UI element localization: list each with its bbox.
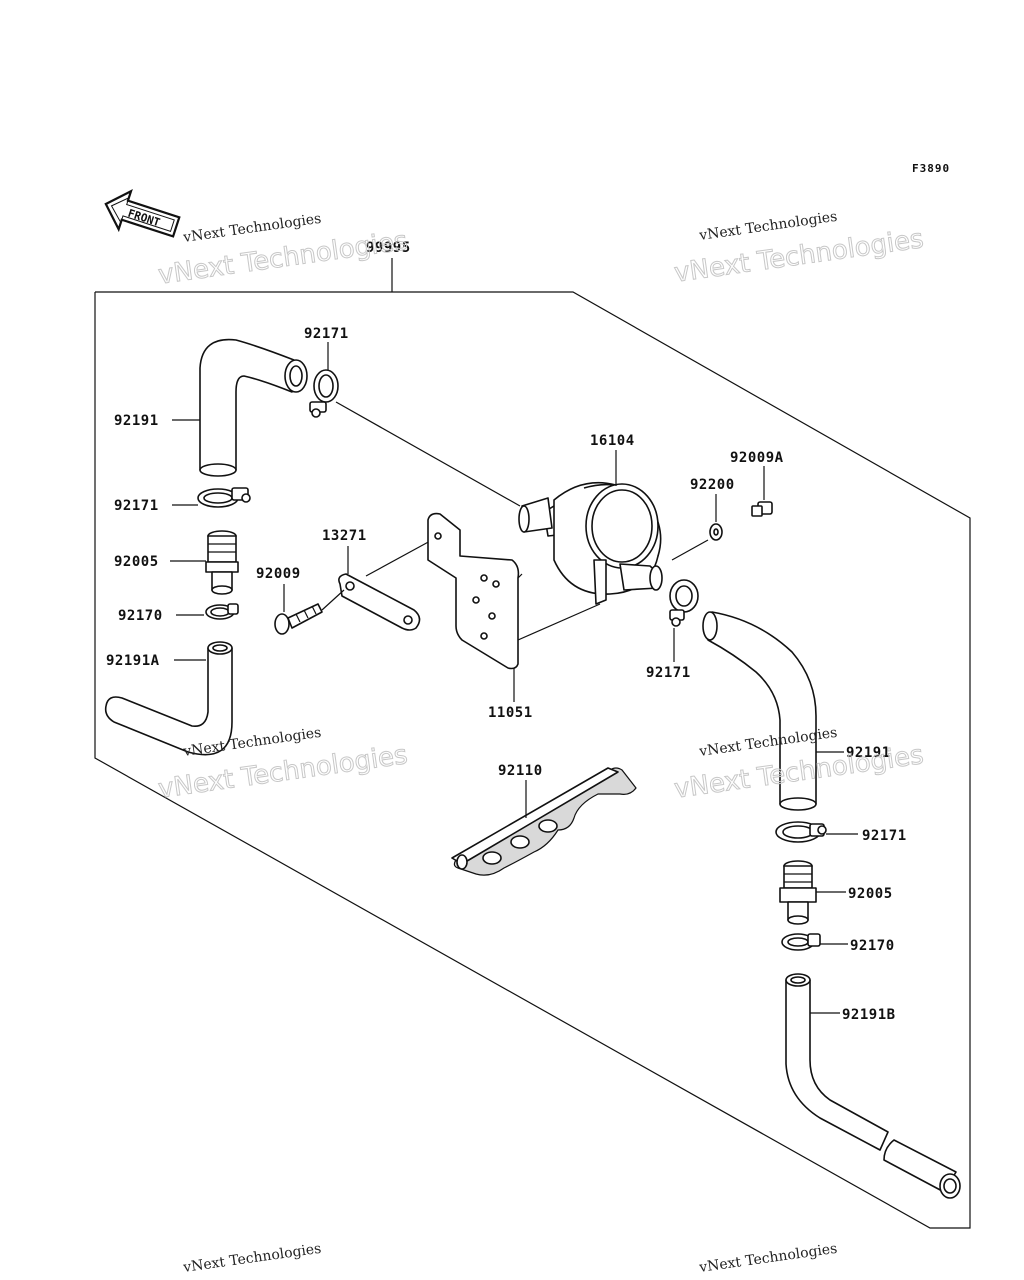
plate-92110	[451, 767, 637, 876]
label-92171-right: 92171	[862, 828, 907, 844]
svg-text:vNext Technologies: vNext Technologies	[697, 1241, 838, 1276]
bracket-11051	[427, 512, 523, 670]
hose-92191B	[785, 973, 961, 1199]
watermark: vNext Technologies vNext Technologies	[156, 211, 410, 291]
watermark: vNext Technologies	[697, 1241, 838, 1276]
label-92171-mid: 92171	[646, 665, 691, 681]
hose-92191-right	[702, 611, 817, 811]
fitting-92005-left	[205, 530, 239, 595]
label-92005-right: 92005	[848, 886, 893, 902]
label-92009: 92009	[256, 566, 301, 582]
label-99995: 99995	[366, 240, 411, 256]
label-92171-top: 92171	[304, 326, 349, 342]
label-13271: 13271	[322, 528, 367, 544]
label-92200: 92200	[690, 477, 735, 493]
hose-92191A	[104, 641, 233, 756]
label-16104: 16104	[590, 433, 635, 449]
figure-id: F3890	[912, 162, 950, 175]
fitting-92005-right	[779, 860, 817, 925]
label-92170-left: 92170	[118, 608, 163, 624]
label-92191B: 92191B	[842, 1007, 896, 1023]
label-92110: 92110	[498, 763, 543, 779]
label-92170-right: 92170	[850, 938, 895, 954]
assembly-outline	[94, 258, 971, 1229]
clamp-92171-top	[309, 369, 339, 418]
clamp-92170-right	[781, 933, 821, 951]
pump-16104	[518, 481, 663, 605]
clamp-92170-left	[205, 603, 239, 620]
screw-92009	[274, 603, 323, 635]
label-11051: 11051	[488, 705, 533, 721]
svg-text:vNext Technologies: vNext Technologies	[181, 1241, 322, 1276]
clamp-92171-left	[197, 487, 251, 508]
clamp-92171-mid	[669, 579, 699, 627]
label-92171-left: 92171	[114, 498, 159, 514]
label-92191A: 92191A	[106, 653, 160, 669]
clamp-92171-right	[775, 821, 827, 843]
front-arrow-icon: FRONT	[104, 188, 181, 238]
label-92005-left: 92005	[114, 554, 159, 570]
watermark: vNext Technologies vNext Technologies	[672, 209, 926, 289]
hose-92191-upper	[199, 338, 308, 477]
watermark: vNext Technologies	[181, 1241, 322, 1276]
label-92191-right: 92191	[846, 745, 891, 761]
bolt-92009A	[751, 501, 773, 517]
washer-92200	[709, 523, 723, 541]
label-92191-left: 92191	[114, 413, 159, 429]
plate-13271	[338, 573, 421, 631]
label-92009A: 92009A	[730, 450, 784, 466]
